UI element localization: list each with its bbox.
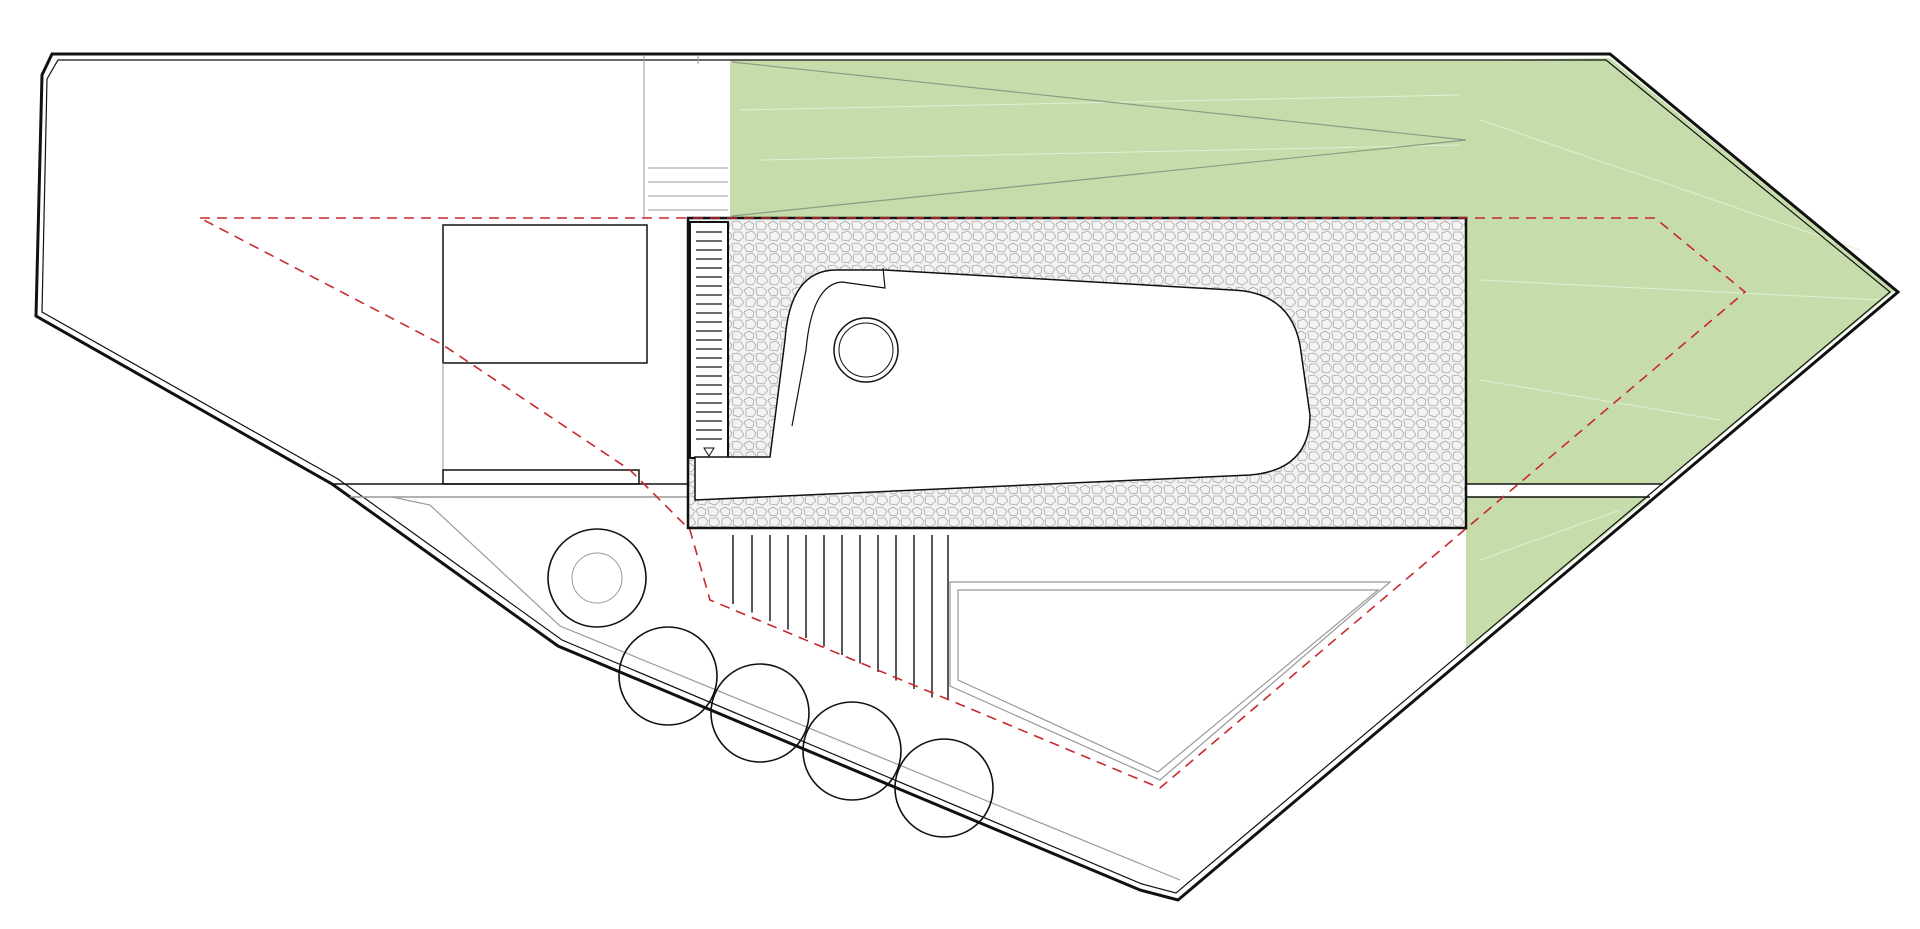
lawn-guide-lines (731, 61, 1467, 217)
tree-1 (618, 626, 718, 726)
swimming-pool (694, 269, 1311, 501)
entrance-steps (643, 56, 728, 218)
tree-2 (710, 663, 810, 763)
lawn-south-east (1466, 497, 1650, 650)
terrace-edge-lines (332, 483, 1663, 498)
ramp-stripes (732, 535, 949, 700)
staircase (689, 221, 729, 459)
pool-spa-ring-outer (833, 317, 899, 383)
trees (547, 528, 994, 838)
lawn-areas (730, 58, 1895, 650)
lawn-north (730, 60, 1466, 218)
lawn-hatch (739, 94, 1881, 561)
outbuilding (442, 224, 648, 485)
property-boundary (34, 52, 1901, 902)
lower-terrace (949, 581, 1392, 781)
tree-large (547, 528, 647, 628)
pool-spa-ring-inner (838, 322, 894, 378)
tree-large-inner (571, 552, 623, 604)
lawn-east (1466, 58, 1895, 484)
garage-box (442, 224, 648, 364)
tree-4 (894, 738, 994, 838)
house-footprint (686, 216, 1468, 530)
tree-3 (802, 701, 902, 801)
pool-edge-west (791, 267, 886, 427)
setback-line (199, 217, 1747, 789)
stair-treads (696, 231, 722, 440)
stair-arrow (703, 447, 715, 457)
low-wall (442, 469, 640, 485)
garden-path-line (391, 496, 1181, 881)
